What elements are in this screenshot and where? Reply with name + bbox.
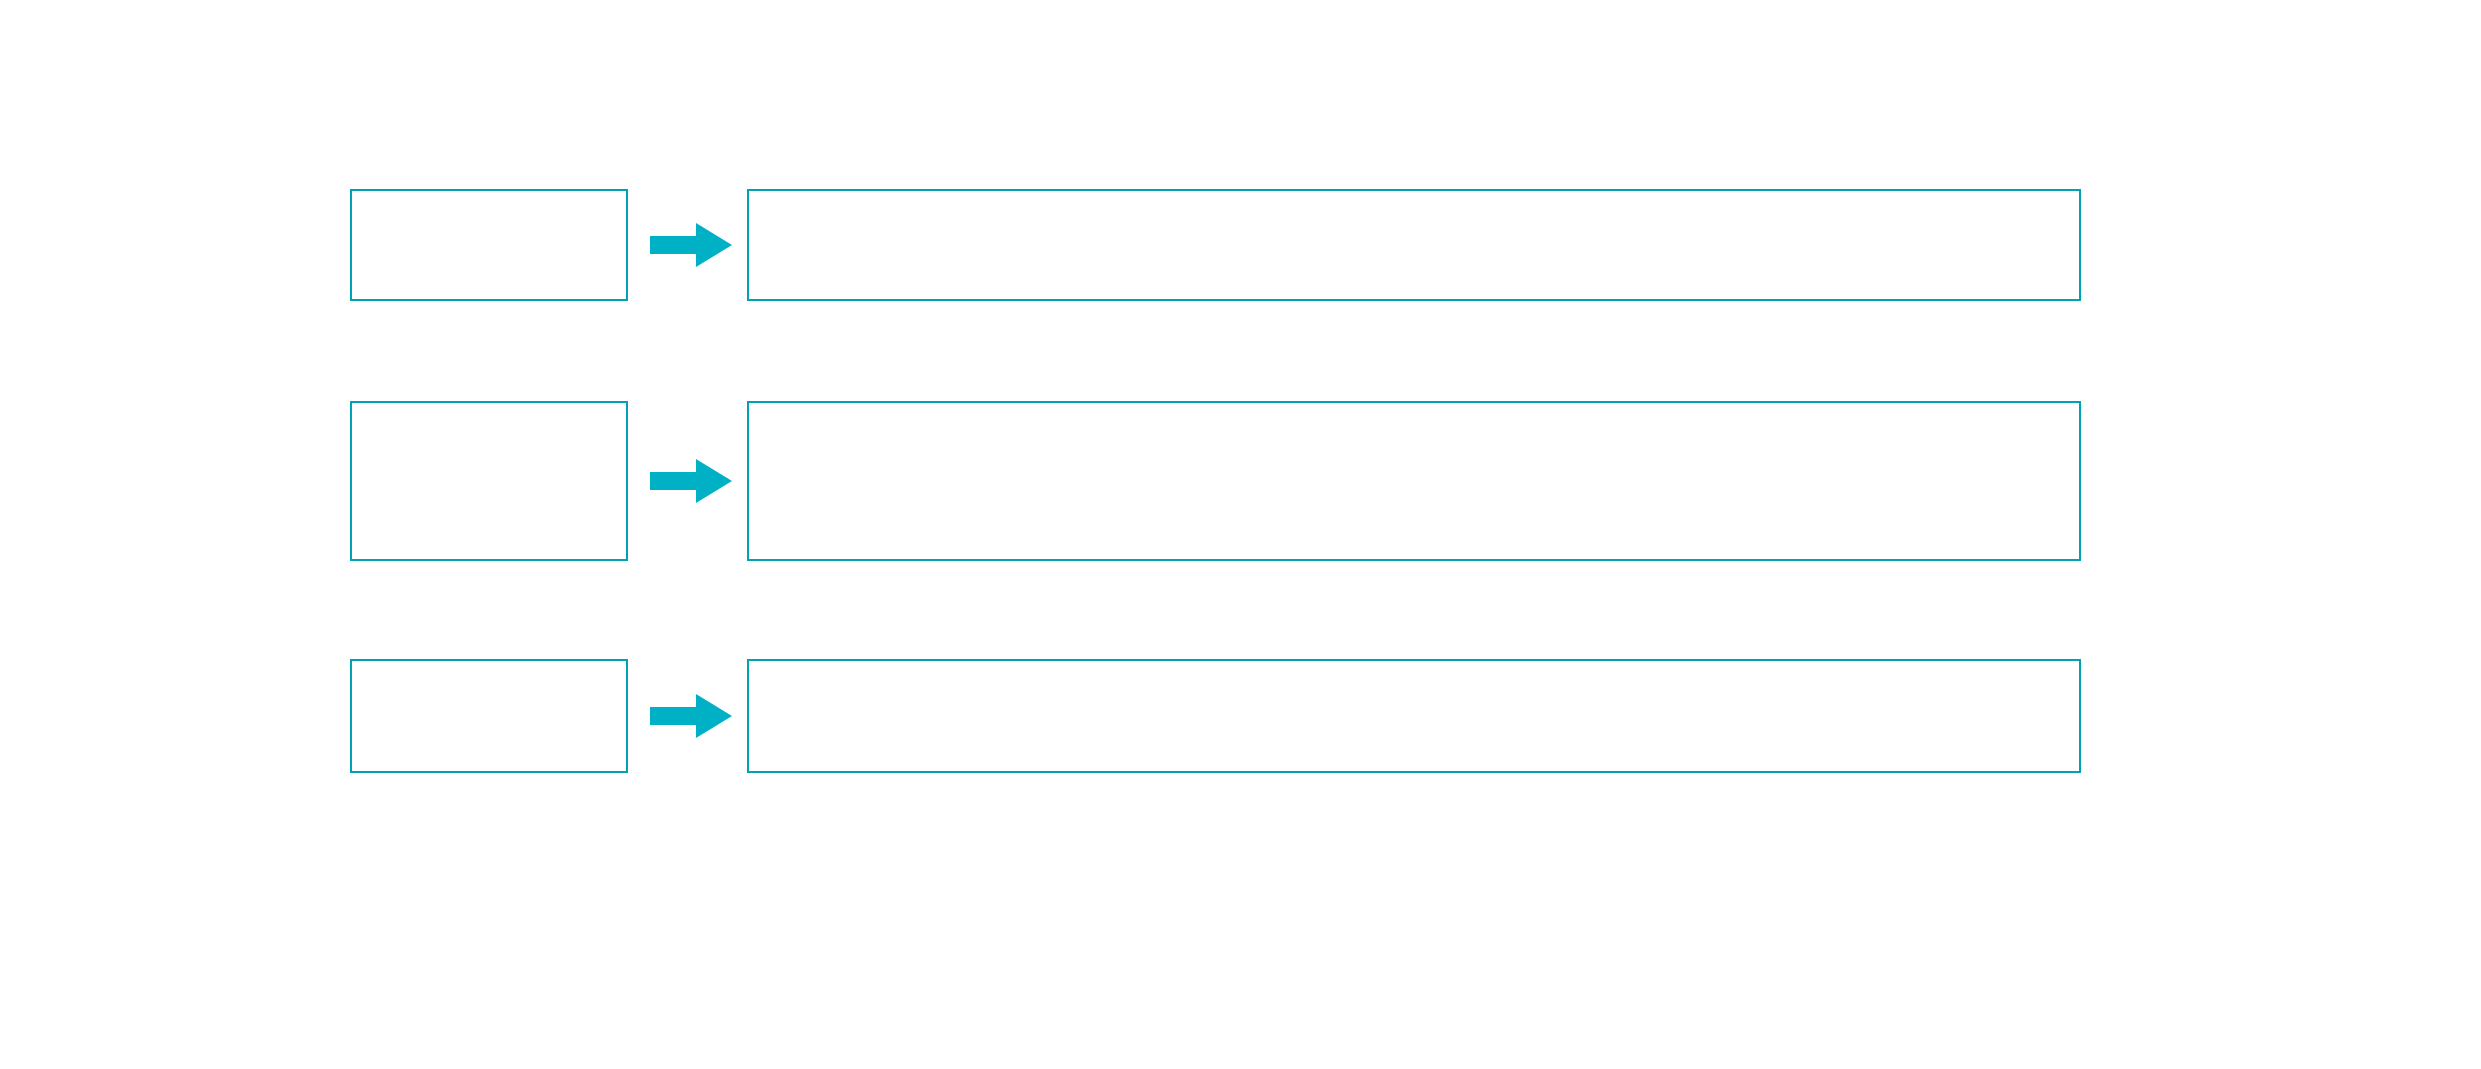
left-box <box>350 401 628 561</box>
flow-row <box>0 401 2481 561</box>
right-box <box>747 401 2081 561</box>
right-arrow-icon <box>650 694 732 738</box>
flow-row <box>0 189 2481 301</box>
right-arrow-icon <box>650 459 732 503</box>
right-box <box>747 659 2081 773</box>
left-box <box>350 189 628 301</box>
right-arrow-icon <box>650 223 732 267</box>
flow-row <box>0 659 2481 773</box>
left-box <box>350 659 628 773</box>
right-box <box>747 189 2081 301</box>
